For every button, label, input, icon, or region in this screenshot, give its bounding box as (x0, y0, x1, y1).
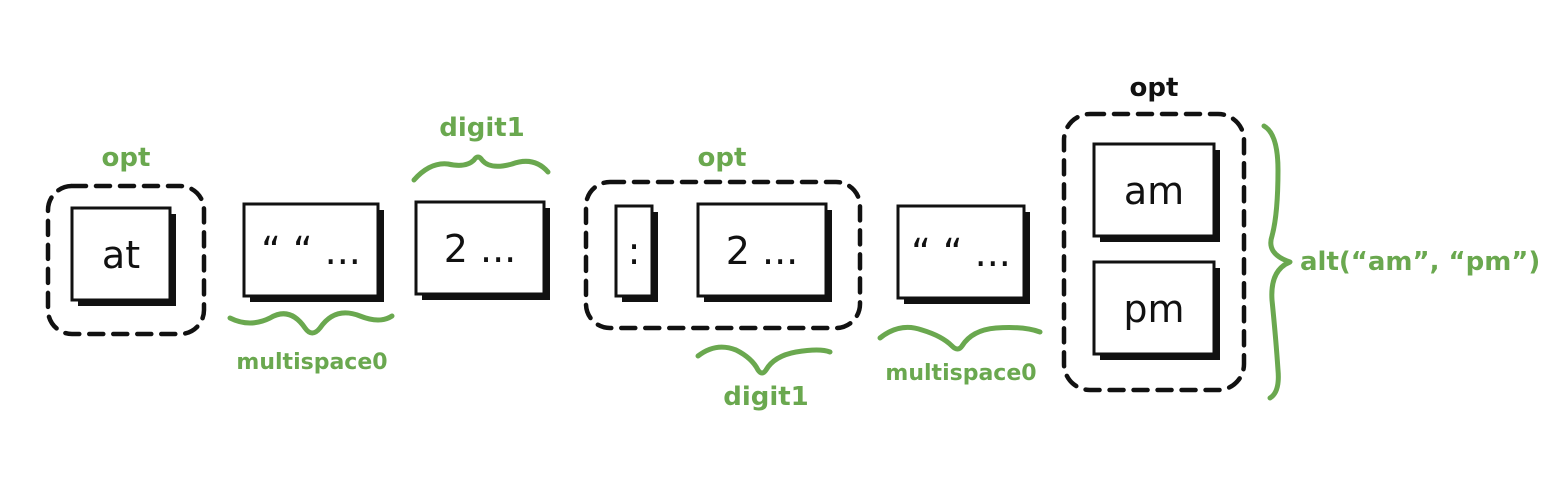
digit-box-a-text: 2 ... (444, 227, 517, 271)
digit1-b-label: digit1 (723, 382, 809, 412)
multispace0-a-label: multispace0 (236, 350, 387, 375)
space-box-1 (242, 202, 380, 298)
am-box-text: am (1124, 169, 1184, 213)
opt-ampm-group: am pm opt alt(“am”, “pm”) (1061, 73, 1540, 401)
digit-box-a-group: 2 ... digit1 (411, 113, 551, 300)
opt-at-group: at opt (45, 143, 207, 337)
space-box-2-text: “ “ ... (911, 231, 1011, 275)
opt-ampm-dashed-border (1061, 111, 1247, 393)
alt-brace (1261, 123, 1293, 401)
colon-box-text: : (628, 229, 641, 273)
am-box (1092, 142, 1216, 238)
at-box (70, 206, 172, 302)
multispace0-a-brace (227, 310, 395, 336)
digit-box-b-text: 2 ... (726, 229, 799, 273)
pm-box-text: pm (1123, 287, 1184, 331)
multispace0-b-brace (877, 324, 1043, 352)
pm-box (1092, 260, 1216, 356)
at-box-text: at (102, 233, 140, 277)
multispace0-b-label: multispace0 (885, 361, 1036, 386)
digit-box-b (696, 202, 828, 298)
digit1-a-brace (411, 154, 551, 183)
opt-minutes-group: : 2 ... opt digit1 (583, 143, 863, 412)
digit-box-a (414, 200, 546, 296)
digit1-b-brace (695, 344, 833, 376)
space-box-2 (896, 204, 1026, 300)
digit1-a-label: digit1 (439, 113, 525, 143)
space-box-2-group: “ “ ... multispace0 (877, 204, 1043, 386)
alt-label: alt(“am”, “pm”) (1300, 247, 1540, 277)
opt-ampm-label: opt (1130, 73, 1179, 103)
colon-box (614, 204, 654, 298)
opt-minutes-label: opt (698, 143, 747, 173)
opt-at-dashed-border (45, 183, 207, 337)
opt-minutes-dashed-border (583, 179, 863, 331)
opt-at-label: opt (102, 143, 151, 173)
space-box-1-text: “ “ ... (261, 229, 361, 273)
space-box-1-group: “ “ ... multispace0 (227, 202, 395, 375)
